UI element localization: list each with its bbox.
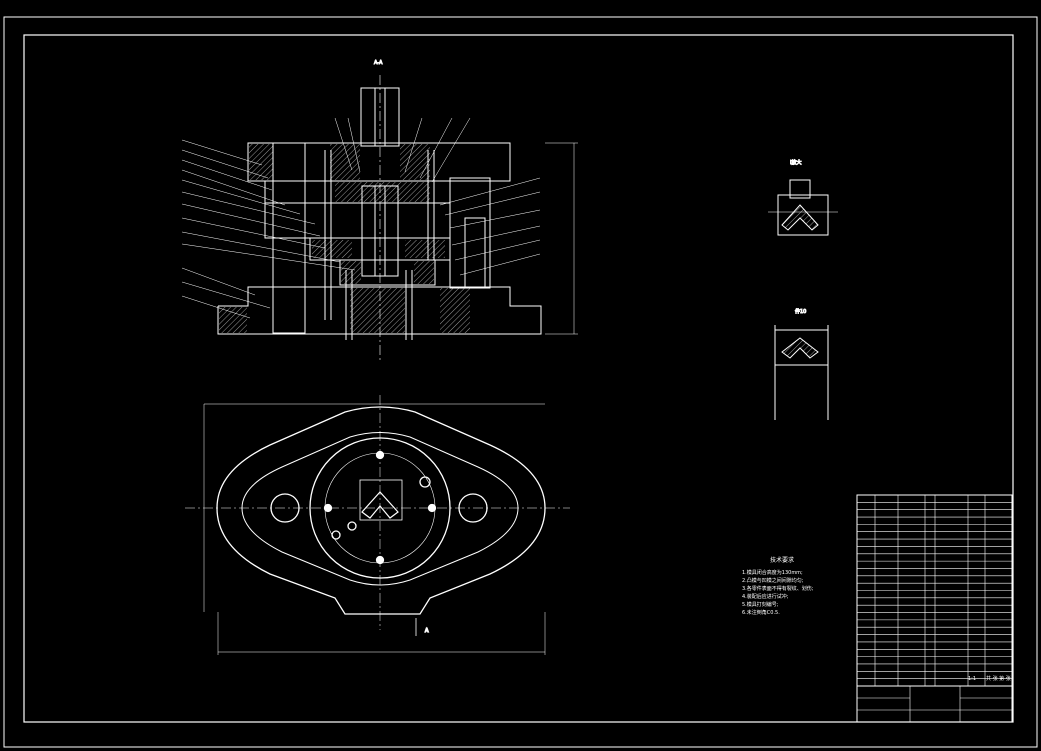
inner-frame xyxy=(23,34,1014,723)
detail-b-label: 件10 xyxy=(795,308,806,315)
note-line: 1.模具闭合高度为130mm; xyxy=(742,569,803,576)
plan-view: A xyxy=(185,395,570,655)
note-line: 2.凸模与凹模之间间隙均匀; xyxy=(742,577,804,584)
detail-view-b: 件10 xyxy=(774,308,829,420)
detail-a-label: I放大 xyxy=(790,159,801,166)
notes-title: 技术要求 xyxy=(770,556,794,564)
parts-list-table: 1:1 共 张 第 张 xyxy=(856,494,1013,723)
note-line: 5.模具打刻编号; xyxy=(742,601,779,608)
section-view: A-A xyxy=(181,60,578,360)
section-view-label: A-A xyxy=(374,60,383,66)
direction-arrow-label: A xyxy=(425,628,429,634)
note-line: 6.未注倒角C0.5. xyxy=(742,609,780,616)
note-line: 3.各零件表面不得有裂纹、划伤; xyxy=(742,585,814,592)
title-block-scale: 1:1 xyxy=(968,676,976,682)
note-line: 4.装配后应进行试冲; xyxy=(742,593,789,600)
outer-frame xyxy=(3,16,1038,748)
detail-view-a: I放大 xyxy=(768,159,838,236)
technical-notes: 技术要求 1.模具闭合高度为130mm; 2.凸模与凹模之间间隙均匀; 3.各零… xyxy=(742,556,814,616)
